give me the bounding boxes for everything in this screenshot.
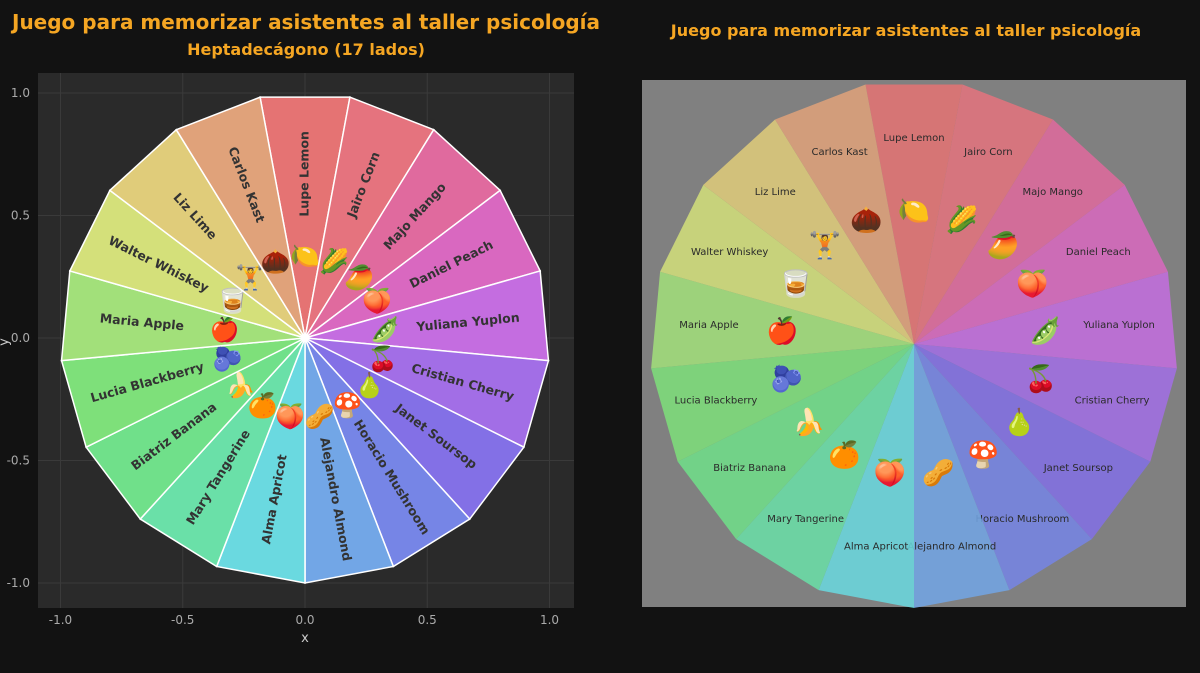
wedge (818, 344, 914, 608)
left-axes: x y -1.0 -0.5 0.0 0.5 1.0 1.0 0.5 0.0 -0.5 -1.0 (0, 86, 559, 646)
y-tick-label: 0.0 (11, 331, 30, 345)
wedge-label: Cristian Cherry (1075, 395, 1150, 406)
wedge (914, 344, 1151, 540)
wedge-emoji: 🥭 (344, 263, 374, 291)
y-tick-label: -0.5 (7, 454, 30, 468)
wedge-label: Jairo Corn (963, 147, 1012, 158)
wedge-emoji: 🏋 (236, 263, 266, 291)
wedge-emoji: 🍐 (1003, 407, 1035, 438)
wedge-emoji: 🥭 (987, 230, 1019, 261)
left-wheel: Lupe Lemon🍋Jairo Corn🌽Majo Mango🥭Daniel … (60, 96, 550, 584)
wedge-label: Mary Tangerine (767, 514, 844, 525)
wedge-label: Lucia Blackberry (675, 395, 758, 406)
wedge-label: Alejandro Almond (907, 541, 996, 552)
wedge-emoji: 🍒 (368, 345, 398, 373)
x-tick-label: 1.0 (540, 613, 559, 627)
wedge-emoji: 🍑 (275, 402, 305, 430)
wedge (914, 344, 1092, 591)
x-tick-label: 0.5 (418, 613, 437, 627)
wedge-label: Liz Lime (755, 187, 796, 198)
wedge (914, 344, 1010, 608)
wedge-emoji: 🫐 (771, 364, 803, 395)
wedge (703, 119, 914, 344)
wedge-label: Lupe Lemon (297, 131, 312, 217)
wedge-emoji: 🍐 (354, 372, 384, 400)
wedge-emoji: 🥃 (780, 269, 812, 300)
x-tick-label: 0.0 (295, 613, 314, 627)
wedge-emoji: 🏋 (809, 230, 841, 261)
wedge-emoji: 🍎 (210, 315, 240, 344)
right-chart-title: Juego para memorizar asistentes al talle… (670, 21, 1142, 40)
wedge-label: Janet Soursop (1043, 463, 1113, 474)
wedge (660, 184, 914, 344)
wedge-emoji: 🍑 (1016, 269, 1048, 300)
wedge (677, 344, 914, 540)
wedge-label: Yuliana Yuplon (1082, 320, 1155, 331)
wedge-emoji: 🍒 (1025, 364, 1057, 395)
wedge-label: Carlos Kast (812, 147, 868, 158)
y-axis-label: y (0, 338, 12, 346)
wedge-emoji: 🌽 (319, 247, 349, 276)
wedge-label: Horacio Mushroom (975, 514, 1069, 525)
wedge (914, 271, 1177, 369)
wedge (775, 84, 914, 344)
wedge-label: Alma Apricot (844, 541, 908, 552)
wedge (914, 344, 1177, 462)
wedge (651, 344, 914, 462)
wedge-emoji: 🌽 (945, 203, 977, 235)
wedge (914, 119, 1125, 344)
wedge-emoji: 🍊 (828, 440, 862, 471)
wedge-emoji: 🫐 (212, 345, 242, 373)
x-axis-label: x (301, 631, 309, 646)
x-tick-label: -0.5 (171, 613, 194, 627)
wedge-emoji: 🍑 (874, 457, 906, 488)
wedge-emoji: 🍋 (290, 242, 320, 270)
wedge (651, 271, 914, 369)
wedge-emoji: 🍋 (898, 197, 930, 227)
wedge-emoji: 🍄 (333, 392, 363, 420)
wedge (736, 344, 914, 591)
wedge-emoji: 🍎 (766, 314, 798, 346)
wedge-emoji: 🥜 (922, 455, 954, 488)
right-wheel: Lupe Lemon 🍋 Jairo Corn 🌽 Majo Mango 🥭 Daniel … (651, 84, 1177, 608)
wedge (175, 96, 306, 339)
wedge-label: Majo Mango (1023, 187, 1083, 198)
wedge-label: Biatriz Banana (713, 463, 786, 474)
wedge (914, 84, 1053, 344)
y-tick-label: 0.5 (11, 209, 30, 223)
x-tick-label: -1.0 (49, 613, 72, 627)
wedge (914, 184, 1168, 344)
wedge-label: Maria Apple (679, 320, 738, 331)
wedge-label: Daniel Peach (1066, 247, 1131, 258)
wedge-emoji: 🫛 (370, 316, 400, 344)
wedge-label: Walter Whiskey (691, 247, 768, 258)
y-tick-label: -1.0 (7, 576, 30, 590)
wedge-emoji: 🌰 (261, 248, 291, 276)
wedge-emoji: 🍌 (226, 372, 256, 400)
wedge-emoji: 🌰 (850, 205, 882, 235)
left-chart-title: Juego para memorizar asistentes al talle… (12, 10, 600, 34)
left-chart-subtitle: Heptadecágono (17 lados) (187, 40, 425, 59)
wedge (865, 84, 963, 344)
y-tick-label: 1.0 (11, 86, 30, 100)
wedge-emoji: 🍑 (362, 287, 392, 315)
wedge-emoji: 🍄 (967, 440, 999, 471)
wedge-emoji: 🥜 (305, 400, 335, 430)
wedge-label: Lupe Lemon (883, 133, 944, 144)
wedge-emoji: 🍌 (792, 407, 824, 438)
wedge-emoji: 🫛 (1029, 315, 1061, 346)
